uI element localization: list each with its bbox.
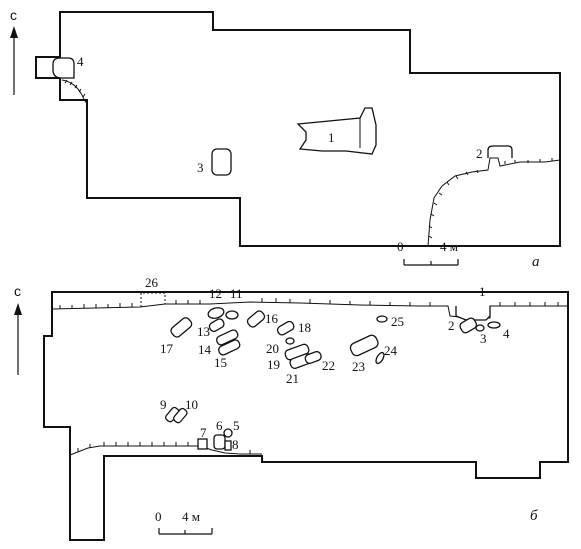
svg-text:0: 0 [155,509,162,524]
feature-2-b [459,317,478,334]
label-8-b: 8 [232,437,239,452]
north-arrow-a: с [10,7,18,95]
label-10-b: 10 [185,397,198,412]
label-26-b: 26 [145,275,159,290]
label-18-b: 18 [298,320,311,335]
plan-b-outline [43,291,569,541]
feature-26-b [140,292,166,307]
feature-3-b [475,324,485,332]
feature-4-a [52,57,75,79]
feature-18-b [276,320,295,336]
feature-12-b [207,307,225,319]
label-9-b: 9 [160,397,167,412]
label-14-b: 14 [198,342,212,357]
feature-20-b [285,337,295,345]
plan-a: с 4 1 3 2 0 4 м [10,7,561,270]
svg-text:0: 0 [397,239,404,254]
feature-22-b [304,350,322,364]
label-2-b: 2 [448,318,455,333]
label-16-b: 16 [265,311,279,326]
feature-8-b [224,440,232,451]
feature-11-b [225,310,239,320]
feature-24-b [375,351,385,365]
scale-bar-a: 0 4 м [397,239,459,266]
label-4-b: 4 [503,326,510,341]
feature-2-a [487,145,513,158]
label-1-a: 1 [328,130,335,145]
feature-1-a [296,107,377,155]
svg-text:с: с [10,7,17,23]
feature-15-b [218,339,241,356]
label-11-b: 11 [230,286,243,301]
svg-text:4 м: 4 м [182,509,200,524]
label-12-b: 12 [209,286,222,301]
label-4-a: 4 [77,54,84,69]
plan-a-outline [35,11,561,247]
feature-17-b [170,317,193,338]
feature-6-b [213,434,226,450]
feature-1-b [455,306,491,321]
feature-7-b [197,438,208,450]
label-3-b: 3 [480,331,487,346]
feature-10-b [173,407,188,424]
label-13-b: 13 [197,324,210,339]
label-19-b: 19 [267,357,280,372]
label-22-b: 22 [322,358,335,373]
panel-label-b: б [530,508,538,524]
wall-hatch-a-se [427,157,561,247]
label-15-b: 15 [214,355,227,370]
label-23-b: 23 [352,359,365,374]
svg-text:с: с [14,283,21,299]
panel-label-a: а [532,254,540,270]
label-20-b: 20 [266,341,279,356]
feature-13-b [208,318,225,333]
label-6-b: 6 [216,418,223,433]
feature-shapes-b [165,307,501,451]
label-25-b: 25 [391,314,404,329]
label-24-b: 24 [384,343,398,358]
label-2-a: 2 [476,146,483,161]
label-1-b: 1 [479,284,486,299]
label-21-b: 21 [286,371,299,386]
feature-25-b [376,315,388,323]
label-17-b: 17 [160,341,174,356]
wall-hatch-a-nw [61,79,88,105]
feature-16-b [246,310,266,328]
label-7-b: 7 [200,425,207,440]
plan-b: с [14,275,569,541]
feature-4-b [487,321,501,329]
svg-text:4 м: 4 м [440,239,458,254]
north-arrow-b: с [14,283,22,375]
scale-bar-b: 0 4 м [155,509,213,535]
label-3-a: 3 [197,160,204,175]
feature-labels-b: 26 12 11 1 17 13 14 15 16 18 20 19 21 22… [145,275,510,452]
feature-23-b [349,334,379,357]
label-5-b: 5 [233,418,240,433]
feature-14-b [216,329,239,346]
feature-3-a [211,148,232,176]
feature-5-b [223,428,233,438]
